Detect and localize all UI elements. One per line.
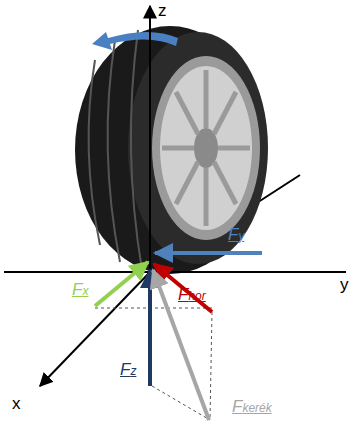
force-y-arrow xyxy=(155,251,262,255)
x-axis xyxy=(40,272,150,386)
y-axis xyxy=(4,271,346,273)
force-z-arrow xyxy=(148,270,152,386)
tire xyxy=(75,26,268,274)
axis-label: y xyxy=(340,276,349,293)
force-x-arrow xyxy=(95,262,148,306)
force-label: Fkerék xyxy=(232,398,272,415)
axis-label: z xyxy=(158,2,167,19)
force-label: Fx xyxy=(72,281,88,298)
force-wheel-arrow xyxy=(153,270,209,420)
construction-lines xyxy=(95,308,212,420)
force-label: Fhor xyxy=(178,286,206,303)
force-label: Fy xyxy=(228,226,244,243)
z-axis xyxy=(149,6,151,272)
force-hor-arrow xyxy=(154,264,212,312)
axis-label: x xyxy=(12,395,21,412)
rotation-arrow xyxy=(92,32,178,50)
force-label: Fz xyxy=(120,361,136,378)
